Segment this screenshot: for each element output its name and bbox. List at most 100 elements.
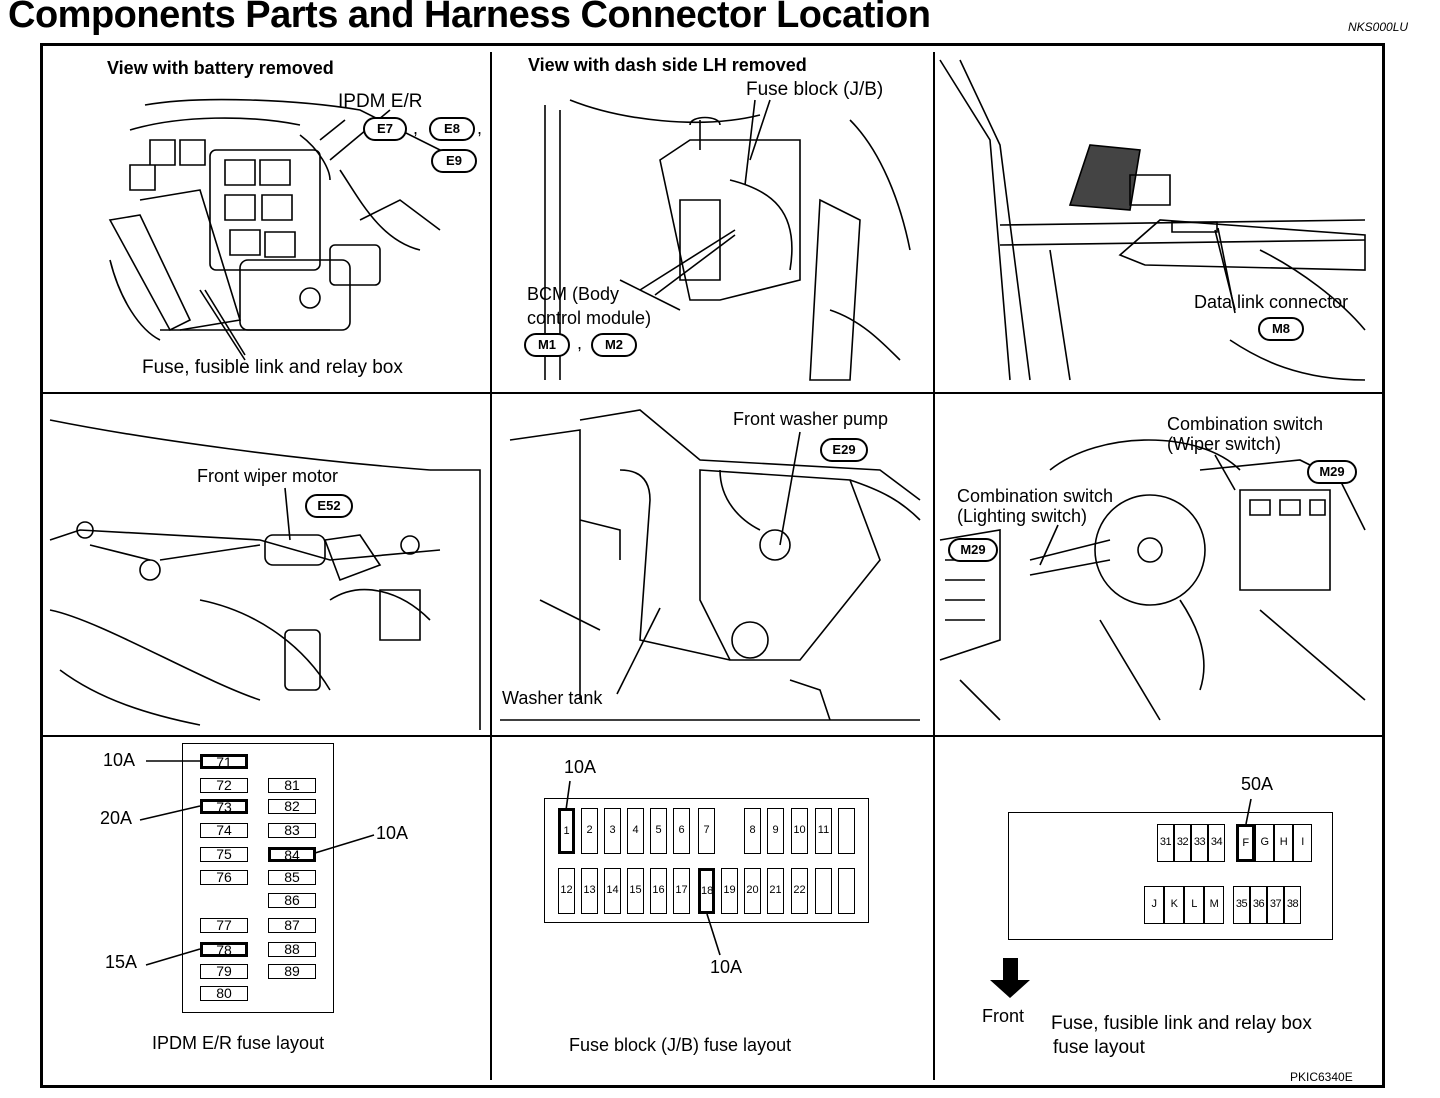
dlc-label: Data link connector [1194, 292, 1349, 312]
jb-fuse-6: 6 [673, 808, 690, 854]
relay-box-cell-M: M [1204, 886, 1224, 924]
jb-fuse-8: 8 [744, 808, 761, 854]
relay-box-cell-G: G [1255, 824, 1274, 862]
relay-box-cell-35: 35 [1233, 886, 1250, 924]
relay-box-outline [1008, 812, 1333, 940]
figure-code: PKIC6340E [1290, 1070, 1353, 1084]
relay-box-cell-L: L [1184, 886, 1204, 924]
jb-fuse-blank [838, 808, 855, 854]
grid-divider-h2 [43, 735, 1382, 737]
jb-fuse-blank [838, 868, 855, 914]
ipdm-fuse-86: 86 [268, 893, 316, 908]
ipdm-fuse-72: 72 [200, 778, 248, 793]
diagram-frame [40, 43, 1385, 1088]
connector-e9: E9 [431, 149, 477, 173]
comma: , [413, 118, 419, 138]
jb-fuse-20: 20 [744, 868, 761, 914]
jb-fuse-box-outline [544, 798, 869, 923]
relay-box-cell-H: H [1274, 824, 1293, 862]
bcm-label-line2: control module) [527, 308, 652, 328]
relay-box-cell-J: J [1144, 886, 1164, 924]
jb-fuse-22: 22 [791, 868, 808, 914]
connector-m2: M2 [591, 333, 637, 357]
jb-fuse-9: 9 [767, 808, 784, 854]
washer-pump-label: Front washer pump [733, 409, 889, 429]
jb-fuse-21: 21 [767, 868, 784, 914]
washer-tank-illustration [500, 409, 921, 721]
dlc-illustration [939, 59, 1366, 381]
ipdm-fuse-74: 74 [200, 823, 248, 838]
ipdm-fuse-76: 76 [200, 870, 248, 885]
ipdm-fuse-84: 84 [268, 847, 316, 862]
ipdm-fuse-85: 85 [268, 870, 316, 885]
relay-box-cell-34: 34 [1208, 824, 1225, 862]
callout-fuse1-amp: 10A [564, 757, 597, 777]
relay-box-caption-line1: Fuse, fusible link and relay box [1051, 1013, 1312, 1034]
ipdm-fuse-71: 71 [200, 754, 248, 769]
ipdm-fuse-75: 75 [200, 847, 248, 862]
jb-fuse-18: 18 [698, 868, 715, 914]
wiper-switch-label-line1: Combination switch [1167, 414, 1324, 434]
jb-fuse-4: 4 [627, 808, 644, 854]
callout-78-amp: 15A [105, 952, 138, 972]
callout-fuse18-amp: 10A [710, 957, 743, 977]
panel1-caption: View with battery removed [107, 58, 334, 78]
grid-divider-v2 [933, 52, 935, 1080]
bcm-label-line1: BCM (Body [527, 284, 620, 304]
relay-box-cell-37: 37 [1267, 886, 1284, 924]
connector-m8: M8 [1258, 317, 1304, 341]
ipdm-fuse-77: 77 [200, 918, 248, 933]
jb-fuse-19: 19 [721, 868, 738, 914]
ipdm-fuse-layout-caption: IPDM E/R fuse layout [152, 1033, 325, 1053]
jb-fuse-7: 7 [698, 808, 715, 854]
callout-84-amp: 10A [376, 823, 409, 843]
jb-fuse-13: 13 [581, 868, 598, 914]
ipdm-fuse-73: 73 [200, 799, 248, 814]
callout-f-amp: 50A [1241, 774, 1274, 794]
connector-e7: E7 [363, 117, 407, 141]
connector-e52: E52 [305, 494, 353, 518]
ipdm-fuse-82: 82 [268, 799, 316, 814]
relay-box-cell-33: 33 [1191, 824, 1208, 862]
jb-fuse-2: 2 [581, 808, 598, 854]
ipdm-fuse-80: 80 [200, 986, 248, 1001]
comma: , [477, 118, 483, 138]
panel2-caption: View with dash side LH removed [528, 55, 807, 75]
jb-fuse-10: 10 [791, 808, 808, 854]
page-title: Components Parts and Harness Connector L… [8, 0, 931, 36]
ipdm-fuse-88: 88 [268, 942, 316, 957]
lighting-switch-label-line1: Combination switch [957, 486, 1114, 506]
ipdm-fuse-79: 79 [200, 964, 248, 979]
jb-fuse-3: 3 [604, 808, 621, 854]
wiper-motor-illustration [49, 419, 481, 730]
front-label: Front [982, 1006, 1025, 1026]
jb-fuse-17: 17 [673, 868, 690, 914]
relay-box-cell-F: F [1236, 824, 1255, 862]
connector-e8: E8 [429, 117, 475, 141]
grid-divider-v1 [490, 52, 492, 1080]
relay-box-cell-K: K [1164, 886, 1184, 924]
ipdm-fuse-box-outline [182, 743, 334, 1013]
connector-m29-wiper: M29 [1307, 460, 1357, 484]
ipdm-fuse-89: 89 [268, 964, 316, 979]
relay-box-cell-31: 31 [1157, 824, 1174, 862]
callout-73-amp: 20A [100, 808, 133, 828]
relay-box-caption-line2: fuse layout [1053, 1037, 1145, 1058]
jb-fuse-layout-caption: Fuse block (J/B) fuse layout [569, 1035, 792, 1055]
relay-box-cell-38: 38 [1284, 886, 1301, 924]
relay-box-cell-32: 32 [1174, 824, 1191, 862]
jb-fuse-14: 14 [604, 868, 621, 914]
lighting-switch-label-line2: (Lighting switch) [957, 506, 1088, 526]
document-code: NKS000LU [1348, 20, 1409, 34]
jb-fuse-15: 15 [627, 868, 644, 914]
relay-box-cell-36: 36 [1250, 886, 1267, 924]
jb-fuse-16: 16 [650, 868, 667, 914]
ipdm-fuse-83: 83 [268, 823, 316, 838]
ipdm-fuse-78: 78 [200, 942, 248, 957]
leader-lines [199, 99, 1236, 695]
relay-box-cell-I: I [1293, 824, 1312, 862]
callout-71-amp: 10A [103, 750, 136, 770]
